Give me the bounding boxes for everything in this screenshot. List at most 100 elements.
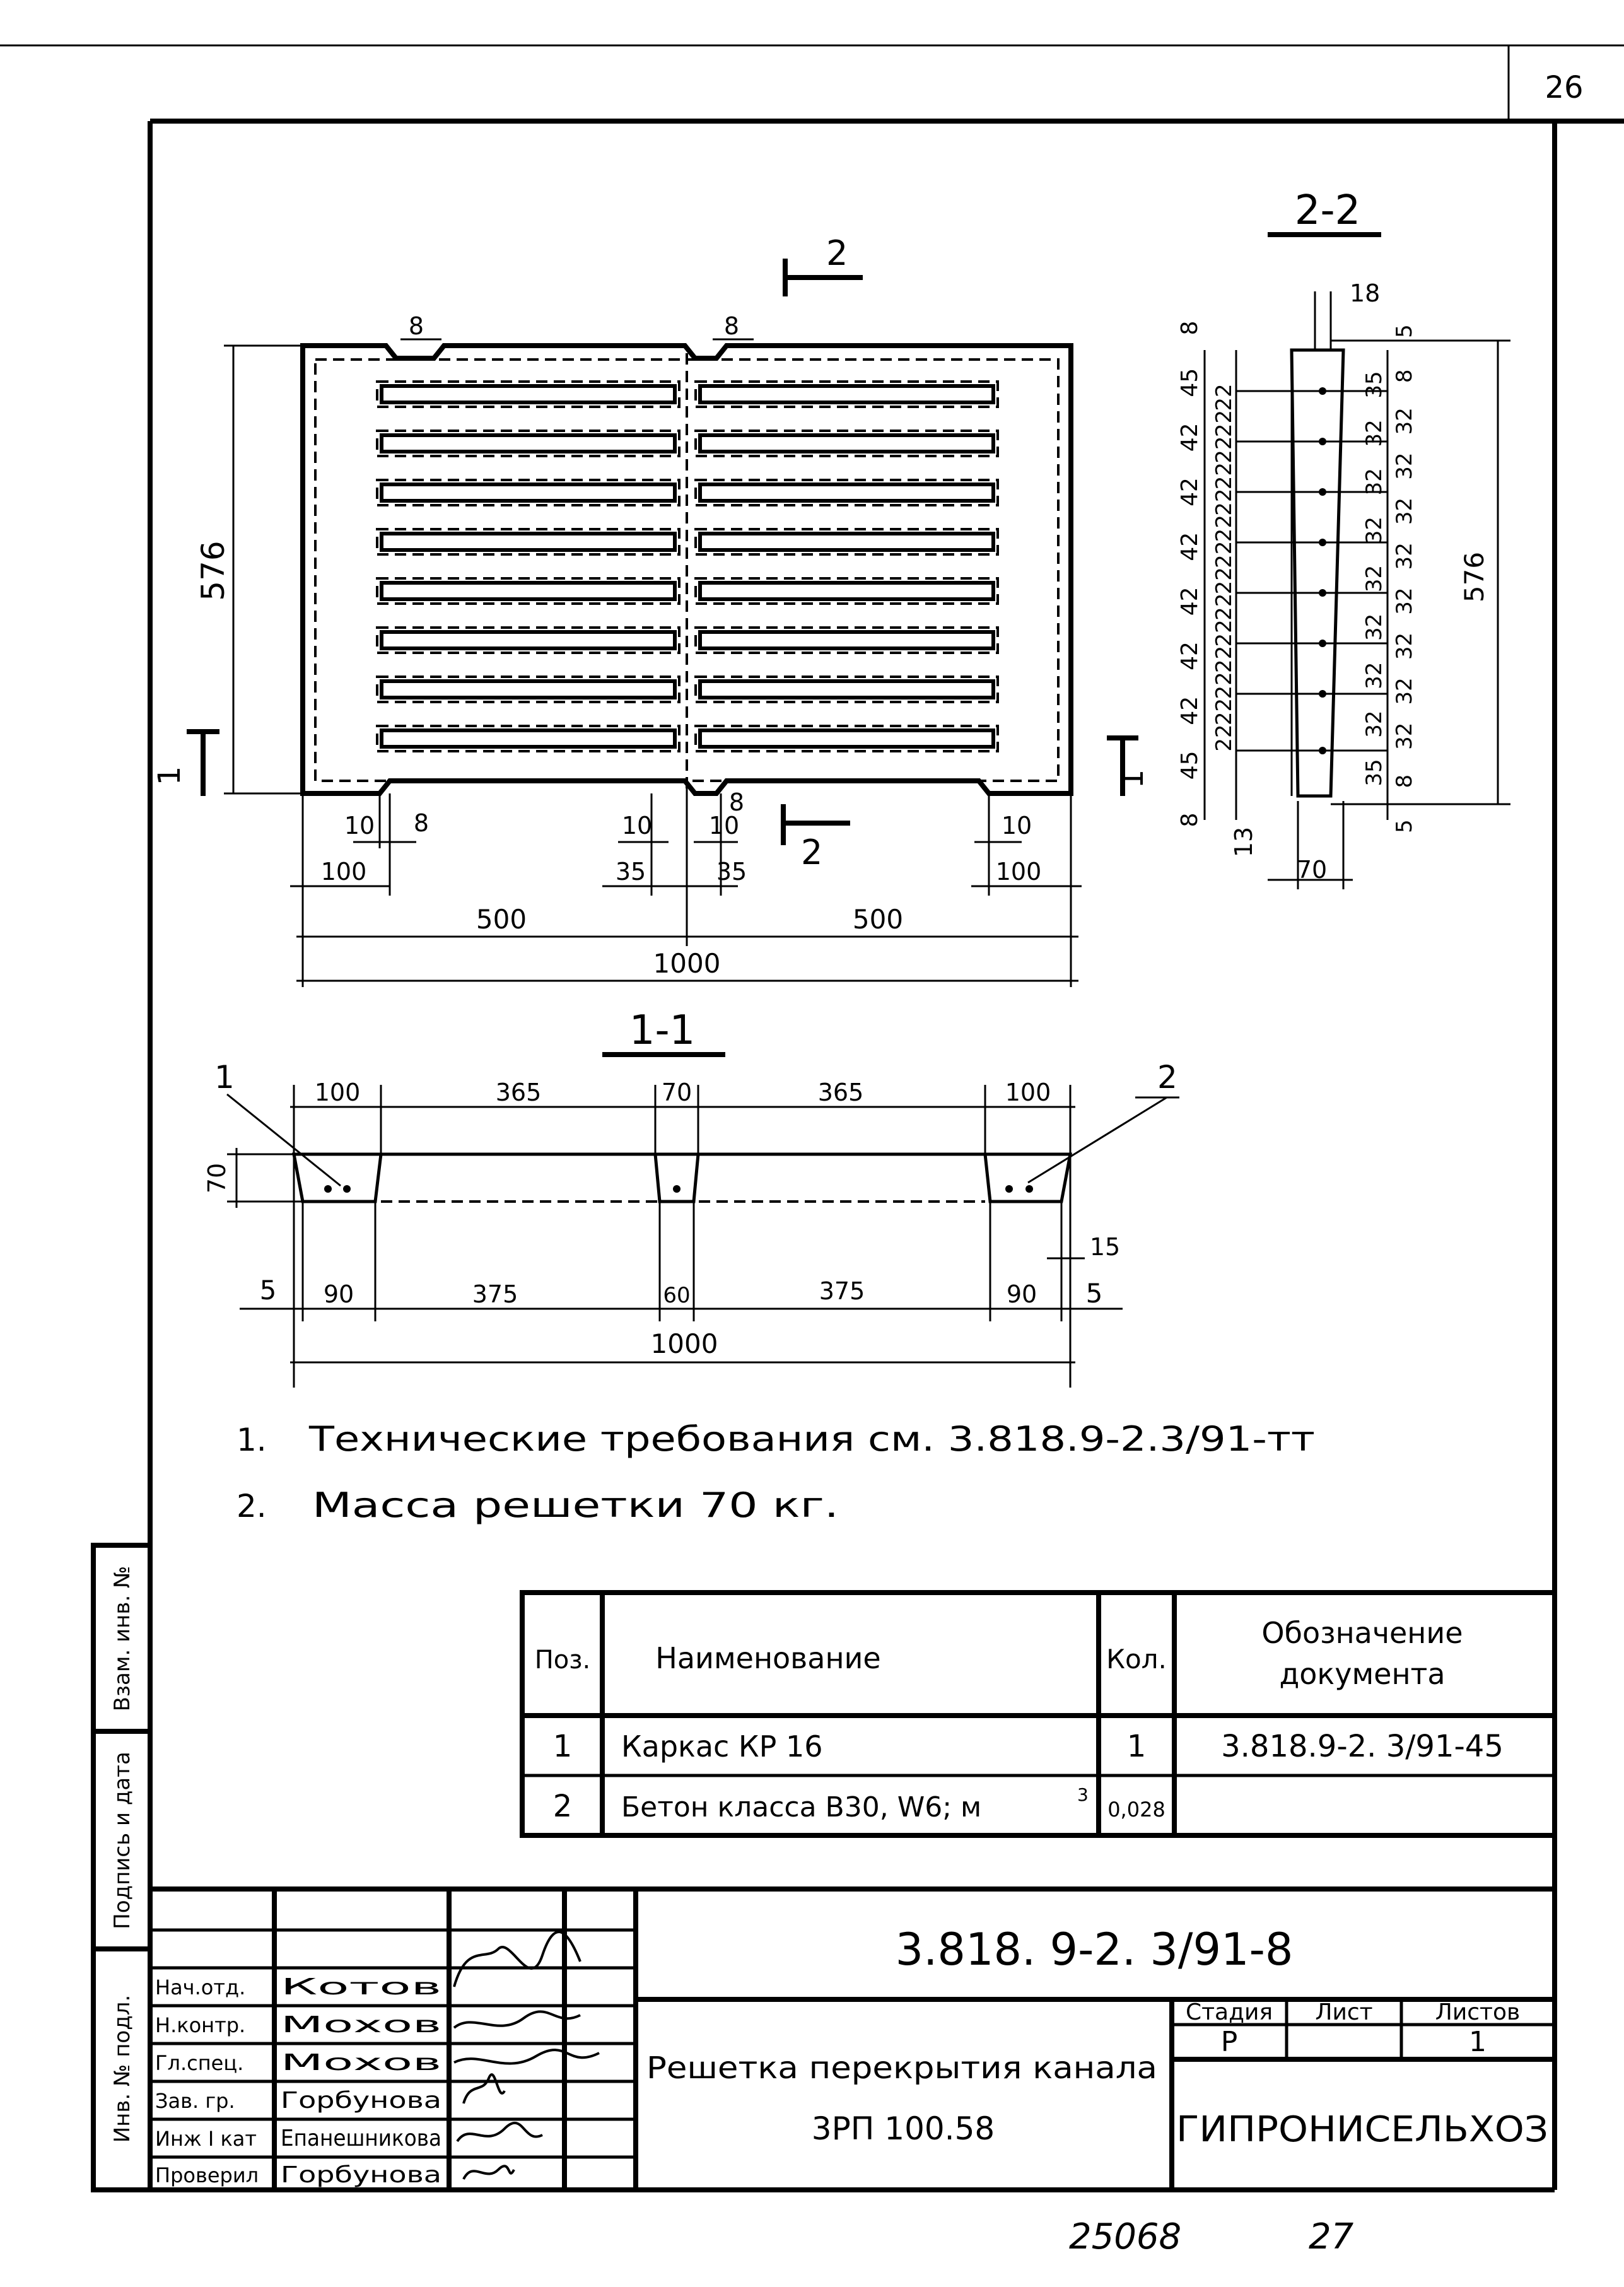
section-2-2-dim-label: 32 [1392, 407, 1417, 435]
signature-role: Проверил [155, 2163, 259, 2187]
plan-slot [698, 679, 995, 699]
s11-height-70: 70 [203, 1163, 231, 1193]
section-2-2-top-width: 18 [1350, 279, 1380, 307]
signature-name: Горбунова [281, 2088, 441, 2114]
title-stage-header: Стадия [1186, 1999, 1273, 2025]
spec-row-1-doc: 3.818.9-2. 3/91-45 [1221, 1729, 1504, 1764]
title-sheets-header: Листов [1435, 1999, 1520, 2025]
spec-header-pos: Поз. [535, 1646, 591, 1675]
signature-name: Котов [281, 1974, 441, 2000]
section-2-2-dim-labels: 8454242424242424582222222222222222222222… [1177, 321, 1417, 833]
section-1-1-title: 1-1 [629, 1007, 696, 1054]
s11-total-1000: 1000 [651, 1328, 718, 1359]
section-2-2-dim-label: 42 [1177, 641, 1203, 670]
plan-slot-outline [694, 725, 999, 752]
plan-slot-outline [376, 479, 681, 506]
plan-slot [380, 630, 677, 650]
plan-slot [698, 630, 995, 650]
plan-slot-outline [694, 577, 999, 605]
section-2-2-dim-label: 8 [1392, 775, 1417, 788]
section-2-2-dim-label: 22 [1212, 462, 1237, 489]
plan-slot-outline [694, 676, 999, 703]
note-2-text: Масса решетки 70 кг. [312, 1485, 839, 1525]
title-line-1: Решетка перекрытия канала [646, 2050, 1157, 2086]
section-2-2-dim-label: 22 [1212, 594, 1237, 621]
s11-step-15: 15 [1090, 1233, 1120, 1261]
s11-bottom-90-left: 90 [324, 1280, 354, 1308]
s11-top-365-right: 365 [818, 1079, 864, 1106]
signature-role: Зав. гр. [155, 2089, 235, 2113]
plan-dim-100-left: 100 [321, 858, 367, 886]
section-2-2-dim-label: 42 [1177, 587, 1203, 616]
plan-dim-10-b: 10 [622, 812, 652, 839]
plan-slot-outline [694, 626, 999, 654]
plan-slot [380, 483, 677, 503]
section-1-1-leader-2: 2 [1157, 1059, 1177, 1096]
title-block [150, 1886, 1555, 2190]
plan-slot [698, 384, 995, 404]
signature-name: Мохов [281, 2012, 441, 2038]
section-2-2-dim-label: 8 [1177, 321, 1203, 336]
section-2-2-dim-label: 32 [1362, 517, 1387, 544]
side-stamp-original-inv: Инв. № подл. [110, 1995, 135, 2143]
plan-slot [698, 532, 995, 552]
section-mark-2-bottom: 2 [781, 804, 850, 872]
plan-slot [698, 483, 995, 503]
section-2-2-dim-label: 32 [1392, 498, 1417, 525]
sheet-number: 26 [1545, 70, 1583, 105]
section-2-2-dim-label: 42 [1177, 532, 1203, 561]
title-sheets: 1 [1469, 2026, 1487, 2058]
plan-slot [698, 581, 995, 601]
section-2-2-dim-label: 42 [1177, 477, 1203, 506]
title-doc-code: 3.818. 9-2. 3/91-8 [896, 1924, 1294, 1975]
section-2-2-dim-label: 22 [1212, 646, 1237, 673]
signature-role: Гл.спец. [155, 2051, 243, 2075]
s11-bottom-60: 60 [663, 1283, 690, 1308]
section-mark-1-left: 1 [152, 766, 187, 786]
section-2-2-dim-label: 22 [1212, 515, 1237, 542]
plan-slot-outline [694, 479, 999, 506]
plan-slot-outline [376, 430, 681, 457]
section-1-1-leader-1: 1 [214, 1059, 235, 1096]
section-2-2-dim-label: 32 [1362, 419, 1387, 447]
title-line-2: 3РП 100.58 [812, 2110, 995, 2147]
section-2-2: 2-2 18 70 13 576 84542424242424245822222… [1177, 187, 1510, 889]
plan-dim-35-right: 35 [716, 858, 747, 886]
s11-bottom-375-left: 375 [472, 1280, 518, 1308]
section-2-2-dim-label: 45 [1177, 751, 1203, 780]
spec-row-2-unit-sup: 3 [1077, 1784, 1089, 1805]
section-2-2-dim-label: 32 [1362, 614, 1387, 641]
plan-slot-outline [694, 528, 999, 556]
section-2-2-dim-label: 5 [1392, 324, 1417, 338]
section-mark-2-bottom-label: 2 [801, 833, 822, 872]
section-2-2-dim-label: 32 [1392, 588, 1417, 615]
plan-slot-outline [376, 528, 681, 556]
section-2-2-dim-label: 22 [1212, 541, 1237, 568]
plan-dim-10-c: 10 [709, 812, 739, 839]
note-1-number: 1. [237, 1422, 267, 1458]
plan-dim-10-d: 10 [1002, 812, 1032, 839]
plan-height: 576 [195, 541, 231, 600]
section-2-2-bars [1236, 387, 1387, 754]
s11-bottom-375-right: 375 [819, 1277, 865, 1305]
note-1-text: Технические требования см. 3.818.9-2.3/9… [308, 1419, 1315, 1459]
section-2-2-dim-label: 42 [1177, 696, 1203, 725]
section-2-2-dim-label: 32 [1392, 677, 1417, 705]
section-2-2-dim-label: 42 [1177, 423, 1203, 452]
plan-dim-500-right: 500 [853, 904, 903, 935]
section-2-2-dim-label: 32 [1392, 542, 1417, 570]
section-2-2-dim-label: 22 [1212, 619, 1237, 646]
section-mark-2-top: 2 [783, 233, 863, 296]
spec-row-2-name: Бетон класса В30, W6; м [621, 1791, 981, 1823]
section-2-2-dim-label: 32 [1362, 710, 1387, 737]
plan-slot [380, 728, 677, 749]
section-2-2-dim-label: 32 [1392, 633, 1417, 660]
plan-top-dim-2: 8 [724, 312, 739, 340]
s11-bottom-90-right: 90 [1007, 1280, 1037, 1308]
spec-table [520, 1590, 1557, 1838]
signature-name: Горбунова [281, 2162, 441, 2188]
spec-row-1-name: Каркас КР 16 [621, 1729, 822, 1764]
spec-header-qty: Кол. [1106, 1644, 1167, 1675]
section-2-2-height: 576 [1459, 552, 1490, 602]
